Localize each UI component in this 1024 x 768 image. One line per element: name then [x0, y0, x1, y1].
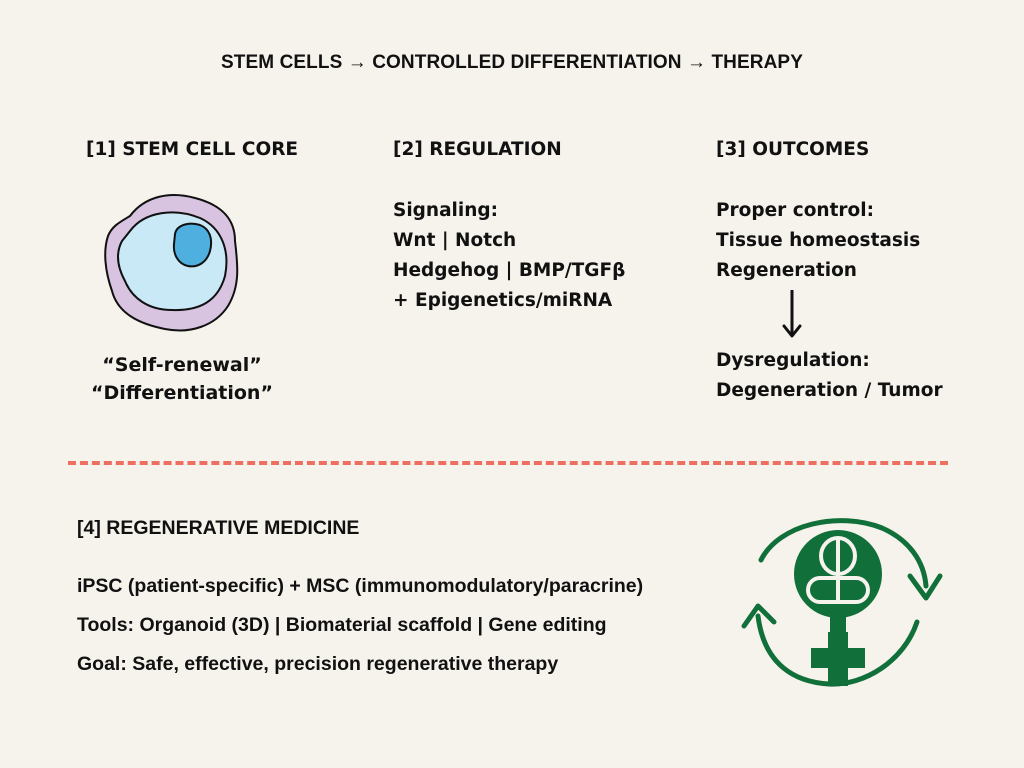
- caption-self-renewal: “Self-renewal”: [102, 354, 262, 376]
- regenerative-line: iPSC (patient-specific) + MSC (immunomod…: [77, 575, 644, 597]
- outcome-line: Tissue homeostasis: [716, 230, 921, 251]
- outcome-line: Dysregulation:: [716, 350, 870, 371]
- regenerative-medicine-cycle-icon: [741, 518, 943, 687]
- section-heading-regenerative-medicine: [4] REGENERATIVE MEDICINE: [77, 517, 360, 539]
- regenerative-list: iPSC (patient-specific) + MSC (immunomod…: [77, 567, 643, 684]
- regulation-line: + Epigenetics/miRNA: [393, 290, 613, 311]
- arrow-down-icon: [782, 290, 802, 338]
- pill-glyph: [806, 536, 870, 604]
- proper-control-list: Proper control: Tissue homeostasis Regen…: [716, 196, 920, 286]
- regenerative-line: Goal: Safe, effective, precision regener…: [77, 653, 559, 675]
- regulation-list: Signaling: Wnt | Notch Hedgehog | BMP/TG…: [393, 196, 625, 316]
- cycle-arrowhead-right: [907, 573, 943, 601]
- dysregulation-list: Dysregulation: Degeneration / Tumor: [716, 346, 943, 406]
- outcome-line: Degeneration / Tumor: [716, 380, 943, 401]
- section-heading-regulation: [2] REGULATION: [393, 139, 562, 160]
- outcome-line: Proper control:: [716, 200, 875, 221]
- cell-nucleus: [172, 222, 213, 268]
- section-divider: [68, 461, 948, 465]
- regulation-line: Signaling:: [393, 200, 499, 221]
- cell-cytoplasm: [117, 211, 228, 312]
- cycle-arrow-top: [758, 518, 929, 589]
- outcome-line: Regeneration: [716, 260, 857, 281]
- regenerative-line: Tools: Organoid (3D) | Biomaterial scaff…: [77, 614, 607, 636]
- page-title: STEM CELLS → CONTROLLED DIFFERENTIATION …: [221, 52, 803, 73]
- section-heading-stem-cell-core: [1] STEM CELL CORE: [86, 139, 299, 160]
- regulation-line: Hedgehog | BMP/TGFβ: [393, 260, 626, 281]
- regulation-line: Wnt | Notch: [393, 230, 517, 251]
- caption-differentiation: “Differentiation”: [91, 382, 273, 404]
- cycle-arrowhead-left: [741, 603, 777, 629]
- stem-cell-icon: [104, 194, 239, 332]
- cell-captions: “Self-renewal” “Differentiation”: [62, 351, 302, 407]
- section-heading-outcomes: [3] OUTCOMES: [716, 139, 870, 160]
